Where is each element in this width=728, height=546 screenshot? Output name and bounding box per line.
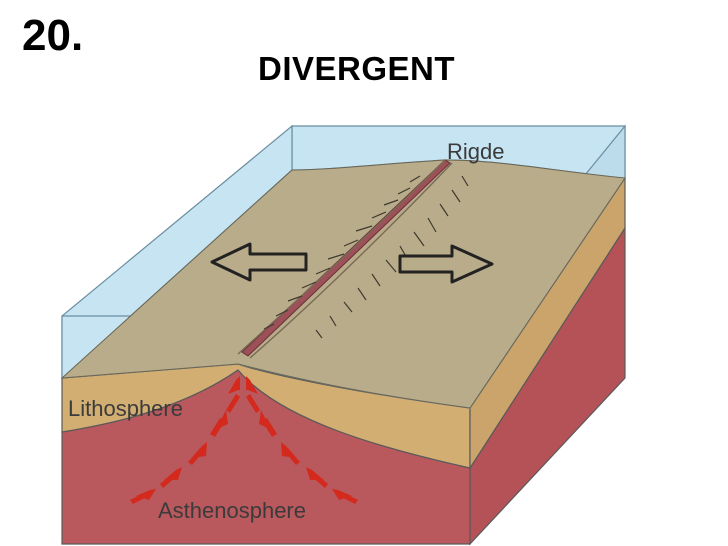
spreading-arrow-left <box>210 242 308 282</box>
ridge-crest-left <box>237 159 446 355</box>
lithosphere-label: Lithosphere <box>68 396 183 421</box>
seafloor-surface <box>60 159 626 409</box>
magma-arrow <box>188 442 207 465</box>
magma-arrow <box>332 489 358 504</box>
slide-number: 20. <box>22 11 84 60</box>
asthenosphere-label: Asthenosphere <box>158 498 306 523</box>
magma-arrow <box>130 489 156 504</box>
ridge-crest-right <box>249 162 453 359</box>
ridge-label: Rigde <box>447 139 504 164</box>
magma-arrow <box>259 410 277 437</box>
magma-arrows-right <box>246 376 358 504</box>
lithosphere-front-face <box>61 363 471 469</box>
magma-arrow <box>160 467 182 488</box>
magma-arrow <box>246 376 260 413</box>
magma-arrow <box>306 467 328 488</box>
magma-arrows-left <box>130 376 240 504</box>
magma-arrow <box>226 376 240 413</box>
slide-title: DIVERGENT <box>258 50 456 87</box>
spreading-arrow-right <box>398 244 494 284</box>
magma-arrow <box>281 442 300 465</box>
magma-arrow <box>210 410 228 437</box>
